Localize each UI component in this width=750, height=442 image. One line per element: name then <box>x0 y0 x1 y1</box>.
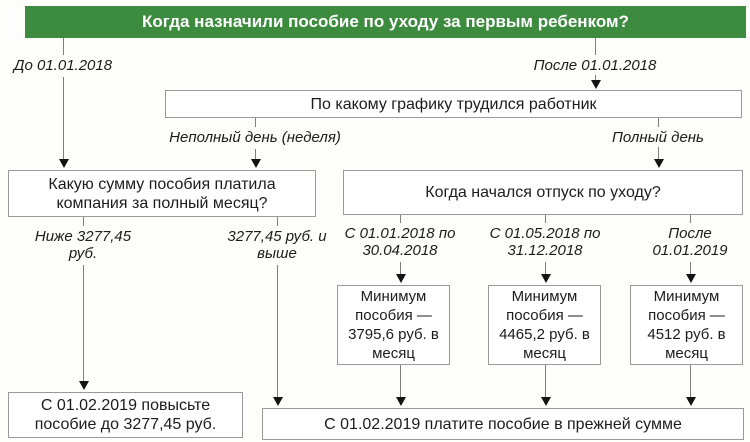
connector-line <box>690 262 691 275</box>
arrowhead-icon <box>654 159 664 168</box>
arrowhead-icon <box>79 381 89 390</box>
result-box-keep: С 01.02.2019 платите пособие в прежней с… <box>262 408 744 440</box>
label-after-2018: После 01.01.2018 <box>533 57 657 74</box>
connector-line <box>595 38 596 55</box>
label-part-time: Неполный день (неделя) <box>169 129 341 146</box>
connector-line <box>545 215 546 223</box>
connector-line <box>690 365 691 398</box>
connector-line <box>277 265 278 398</box>
connector-line <box>545 262 546 275</box>
connector-line <box>255 118 256 127</box>
label-full-time: Полный день <box>612 129 704 146</box>
connector-line <box>545 365 546 398</box>
connector-line <box>400 215 401 223</box>
arrowhead-icon <box>541 397 551 406</box>
connector-line <box>400 262 401 275</box>
result-box-raise: С 01.02.2019 повысьте пособие до 3277,45… <box>8 392 243 438</box>
arrowhead-icon <box>396 274 406 283</box>
question-box-schedule: По какому графику трудился работник <box>165 90 742 118</box>
connector-line <box>63 77 64 159</box>
connector-line <box>595 75 596 81</box>
arrowhead-icon <box>591 80 601 89</box>
label-period-2: С 01.05.2018 по 31.12.2018 <box>489 225 601 259</box>
connector-line <box>277 217 278 226</box>
arrowhead-icon <box>273 397 283 406</box>
connector-line <box>83 217 84 226</box>
connector-line <box>83 265 84 382</box>
arrowhead-icon <box>686 397 696 406</box>
question-box-leave-start: Когда начался отпуск по уходу? <box>343 170 743 215</box>
result-box-min-3: Минимум пособия — 4512 руб. в месяц <box>630 285 743 365</box>
arrowhead-icon <box>541 274 551 283</box>
connector-line <box>255 149 256 160</box>
connector-line <box>400 365 401 398</box>
arrowhead-icon <box>59 159 69 168</box>
connector-line <box>63 38 64 55</box>
result-box-min-2: Минимум пособия — 4465,2 руб. в месяц <box>488 285 601 365</box>
flowchart-title: Когда назначили пособие по уходу за перв… <box>25 6 746 38</box>
result-box-min-1: Минимум пособия — 3795,6 руб. в месяц <box>337 285 450 365</box>
label-below-min: Ниже 3277,45 руб. <box>34 228 132 262</box>
arrowhead-icon <box>396 397 406 406</box>
connector-line <box>658 118 659 127</box>
connector-line <box>658 147 659 160</box>
arrowhead-icon <box>251 159 261 168</box>
connector-line <box>690 215 691 223</box>
label-above-min: 3277,45 руб. и выше <box>227 228 327 262</box>
label-before-2018: До 01.01.2018 <box>13 57 113 74</box>
label-period-3: После 01.01.2019 <box>652 225 728 259</box>
question-box-amount: Какую сумму пособия платила компания за … <box>8 170 316 217</box>
label-period-1: С 01.01.2018 по 30.04.2018 <box>344 225 456 259</box>
arrowhead-icon <box>686 274 696 283</box>
